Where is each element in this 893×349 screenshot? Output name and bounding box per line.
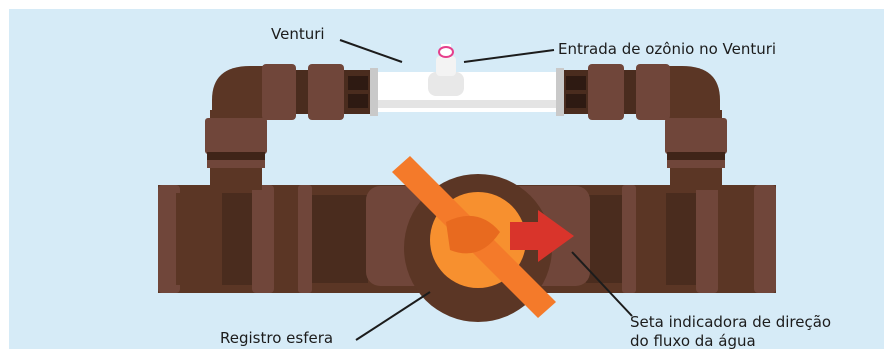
flow-arrow-label-line2: do fluxo da água [630,332,756,349]
venturi-tube [370,44,564,116]
flow-arrow-label-line1: Seta indicadora de direção [630,313,832,331]
ball-valve-label: Registro esfera [220,329,334,347]
flow-direction-arrow [510,210,574,262]
left-riser [205,64,370,190]
leader-lines [339,39,633,341]
arrow-label-leader-line [571,251,633,317]
right-riser [562,64,727,190]
ozone-inlet-label: Entrada de ozônio no Venturi [558,40,777,58]
ball-valve-leader-line [355,291,431,341]
venturi-leader-line [339,39,403,63]
valve-handle [392,156,556,318]
venturi-label: Venturi [271,25,325,43]
ozone-inlet-leader-line [463,49,555,63]
